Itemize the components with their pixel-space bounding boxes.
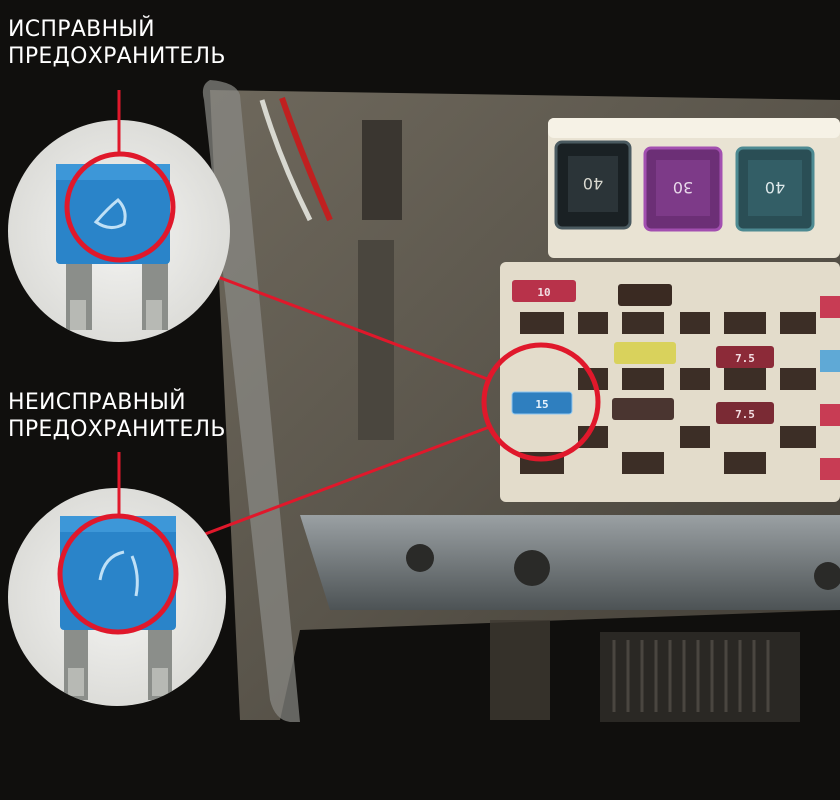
mini-fuse-dark-1 bbox=[618, 284, 672, 306]
bad-fuse-caption: НЕИСПРАВНЫЙ ПРЕДОХРАНИТЕЛЬ bbox=[8, 389, 226, 443]
good-fuse-caption-line-2: ПРЕДОХРАНИТЕЛЬ bbox=[8, 44, 226, 69]
svg-text:7.5: 7.5 bbox=[735, 352, 755, 365]
good-fuse-caption: ИСПРАВНЫЙ ПРЕДОХРАНИТЕЛЬ bbox=[8, 16, 226, 70]
bad-fuse-caption-line-2: ПРЕДОХРАНИТЕЛЬ bbox=[8, 417, 226, 442]
svg-text:7.5: 7.5 bbox=[735, 408, 755, 421]
bad-fuse-caption-line-1: НЕИСПРАВНЫЙ bbox=[8, 390, 186, 415]
rail-hole-3 bbox=[814, 562, 840, 590]
good-fuse-element bbox=[93, 197, 127, 229]
lower-connector bbox=[600, 632, 800, 722]
lower-mount bbox=[490, 620, 550, 720]
red-wire bbox=[279, 97, 333, 222]
mini-fuse-7-5-a bbox=[716, 346, 774, 368]
mini-fuse-7-5-b bbox=[716, 402, 774, 424]
large-fuse-3-label: 40 bbox=[765, 178, 785, 197]
mini-fuse-15-faulty bbox=[511, 391, 573, 415]
bad-fuse-magnifier bbox=[8, 452, 226, 706]
bad-fuse-body bbox=[60, 516, 176, 630]
svg-text:15: 15 bbox=[535, 398, 548, 411]
mini-fuse-yellow bbox=[614, 342, 676, 364]
rail-hole-2 bbox=[514, 550, 550, 586]
good-fuse-caption-line-1: ИСПРАВНЫЙ bbox=[8, 17, 155, 42]
top-fuses: 40 30 40 bbox=[554, 140, 815, 232]
good-fuse-magnifier bbox=[8, 90, 230, 342]
rail-hole-1 bbox=[406, 544, 434, 572]
bad-fuse-broken-element-2 bbox=[130, 555, 139, 597]
mini-fuse-dark-2 bbox=[612, 398, 674, 420]
white-wire bbox=[259, 99, 313, 222]
svg-text:10: 10 bbox=[537, 286, 550, 299]
connector-block bbox=[362, 120, 402, 220]
pointer-line-bad bbox=[167, 424, 493, 550]
large-fuse-2-label: 30 bbox=[673, 178, 693, 197]
large-fuse-1-label: 40 bbox=[583, 174, 603, 193]
good-fuse-body bbox=[56, 164, 170, 264]
fuse-slots bbox=[520, 312, 816, 474]
mini-fuses: 10 15 7.5 7.5 bbox=[511, 280, 840, 480]
bad-fuse-broken-element-1 bbox=[98, 550, 125, 581]
faulty-fuse-highlight-ring bbox=[481, 342, 601, 462]
mini-fuse-10 bbox=[512, 280, 576, 302]
metal-rail bbox=[300, 515, 840, 610]
